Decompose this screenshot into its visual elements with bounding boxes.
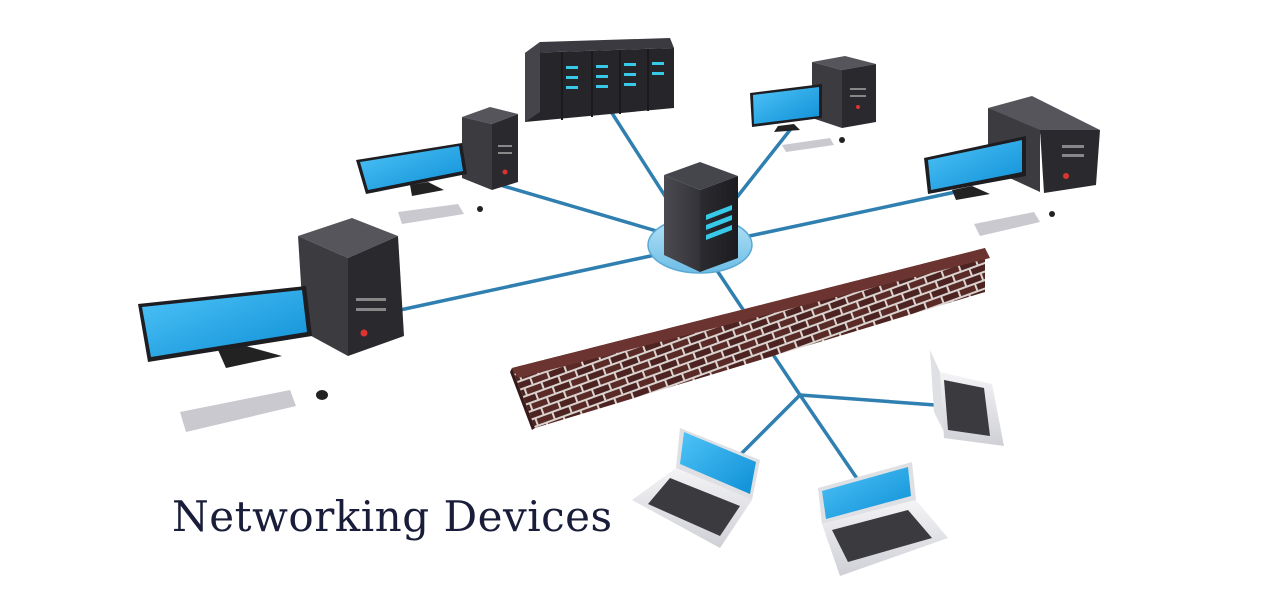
cable-hub-to-left-pc (498, 183, 662, 234)
laptop-right (930, 350, 1004, 446)
desktop-computer-icon (750, 56, 876, 152)
cable-hub-to-big-pc (398, 253, 657, 312)
desktop-top-right (750, 56, 876, 152)
desktop-big-left (138, 218, 404, 432)
desktop-left (356, 107, 518, 224)
laptop-icon (632, 428, 760, 548)
laptop-icon (818, 462, 948, 576)
cable-branch-laptop-right (798, 393, 937, 407)
brick-wall-icon (510, 248, 990, 430)
laptop-middle (818, 462, 948, 576)
central-hub (647, 162, 753, 274)
diagram-caption: Networking Devices (172, 492, 613, 541)
desktop-computer-icon (924, 96, 1100, 236)
laptop-icon (930, 350, 1004, 446)
server-rack-icon (525, 38, 674, 122)
cable-hub-to-right-pc (738, 188, 967, 240)
server-rack (525, 38, 674, 122)
desktop-right (924, 96, 1100, 236)
server-tower-icon (664, 162, 738, 272)
cable-branch-laptop-left (738, 393, 802, 457)
desktop-computer-icon (356, 107, 518, 224)
laptop-left (632, 428, 760, 548)
cable-branch-laptop-mid (798, 393, 860, 482)
firewall (510, 248, 990, 430)
desktop-computer-icon (138, 218, 404, 432)
